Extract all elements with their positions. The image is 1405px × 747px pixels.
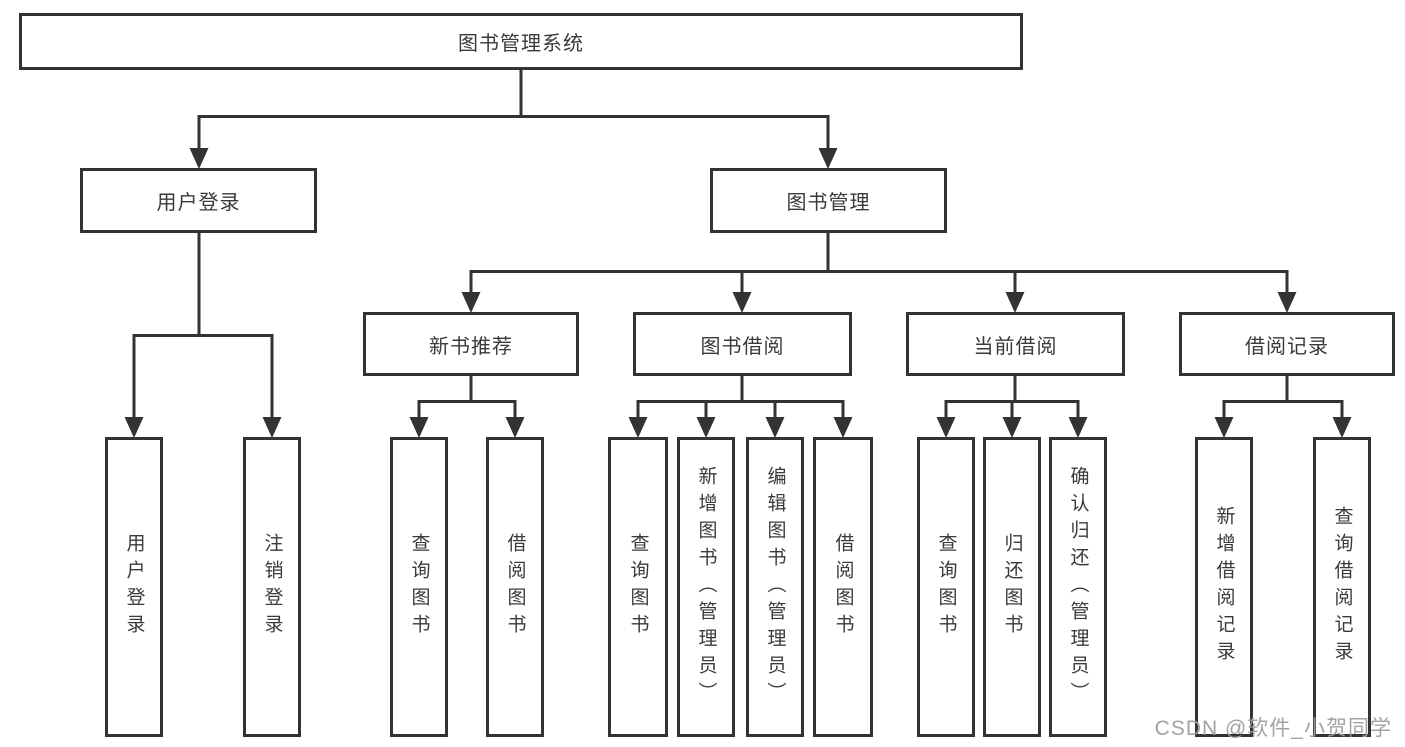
connector-root-to-level2 [189, 70, 838, 169]
leaf-new-book-borrow: 借阅图书 [486, 437, 544, 737]
connector-user-login-children [124, 233, 282, 438]
arrowhead-down-icon [1002, 417, 1022, 438]
leaf-user-login: 用户登录 [105, 437, 163, 737]
arrowhead-down-icon [505, 417, 525, 438]
arrowhead-down-icon [1005, 292, 1025, 313]
node-root-system: 图书管理系统 [19, 13, 1023, 70]
leaf-current-confirm-admin: 确认归还（管理员） [1049, 437, 1107, 737]
node-current-borrow: 当前借阅 [906, 312, 1125, 376]
connector-borrow-record-children [1214, 376, 1352, 438]
arrowhead-down-icon [1214, 417, 1234, 438]
arrowhead-down-icon [1277, 292, 1297, 313]
leaf-borrow-query: 查询图书 [608, 437, 668, 737]
arrowhead-down-icon [818, 148, 838, 169]
leaf-record-query: 查询借阅记录 [1313, 437, 1371, 737]
connector-book-borrow-children [628, 376, 853, 438]
leaf-borrow-borrow: 借阅图书 [813, 437, 873, 737]
leaf-logout: 注销登录 [243, 437, 301, 737]
arrowhead-down-icon [189, 148, 209, 169]
node-borrow-record: 借阅记录 [1179, 312, 1395, 376]
leaf-borrow-edit-admin: 编辑图书（管理员） [746, 437, 804, 737]
connector-line [417, 376, 517, 420]
connector-line [132, 233, 274, 420]
arrowhead-down-icon [461, 292, 481, 313]
arrowhead-down-icon [409, 417, 429, 438]
connector-line [944, 376, 1080, 420]
connector-line [469, 233, 1289, 295]
leaf-new-book-query: 查询图书 [390, 437, 448, 737]
leaf-borrow-add-admin: 新增图书（管理员） [677, 437, 735, 737]
arrowhead-down-icon [1068, 417, 1088, 438]
connector-line [1222, 376, 1344, 420]
node-new-book-rec: 新书推荐 [363, 312, 579, 376]
arrowhead-down-icon [732, 292, 752, 313]
arrowhead-down-icon [833, 417, 853, 438]
leaf-record-add: 新增借阅记录 [1195, 437, 1253, 737]
connector-line [636, 376, 845, 420]
arrowhead-down-icon [765, 417, 785, 438]
node-book-borrow: 图书借阅 [633, 312, 852, 376]
arrowhead-down-icon [124, 417, 144, 438]
arrowhead-down-icon [628, 417, 648, 438]
leaf-current-query: 查询图书 [917, 437, 975, 737]
leaf-current-return: 归还图书 [983, 437, 1041, 737]
connector-book-mgmt-children [461, 233, 1297, 313]
node-book-mgmt: 图书管理 [710, 168, 947, 233]
arrowhead-down-icon [262, 417, 282, 438]
connector-line [197, 70, 830, 152]
arrowhead-down-icon [696, 417, 716, 438]
arrowhead-down-icon [1332, 417, 1352, 438]
connector-new-book-children [409, 376, 525, 438]
node-user-login: 用户登录 [80, 168, 317, 233]
csdn-watermark: CSDN @软件_小贺同学 [1154, 717, 1392, 740]
arrowhead-down-icon [936, 417, 956, 438]
connector-current-borrow-children [936, 376, 1088, 438]
